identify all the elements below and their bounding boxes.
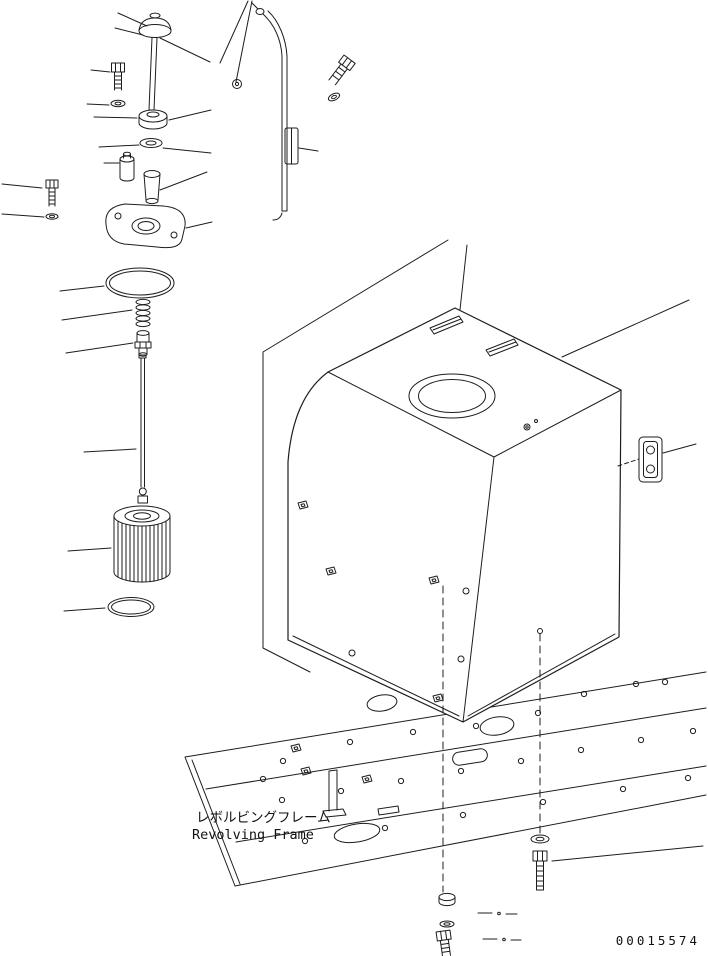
drawing-number: 00015574 xyxy=(616,933,700,948)
baffle-panel xyxy=(262,239,449,673)
mounting-axis-lines xyxy=(442,585,541,893)
dipstick xyxy=(148,37,158,111)
filler-cap xyxy=(138,12,172,111)
frame-bolt-right xyxy=(530,834,550,891)
frame-label-japanese: レボルビングフレーム xyxy=(196,810,331,826)
frame-small-plate xyxy=(377,805,400,816)
nut xyxy=(438,892,456,902)
frame-nut xyxy=(300,766,312,776)
frame-bolt-center xyxy=(435,892,522,956)
collar-washer xyxy=(139,138,163,148)
tank-face-nuts xyxy=(297,500,543,703)
frame-tab-bracket xyxy=(322,769,347,818)
spring xyxy=(135,298,151,328)
o-ring-small xyxy=(107,597,155,617)
revolving-frame xyxy=(184,671,707,887)
frame-nut xyxy=(361,774,373,784)
dash-dot-marks xyxy=(477,912,522,941)
cover-plate xyxy=(105,203,186,249)
filler-neck-collar xyxy=(138,109,168,130)
suction-rod xyxy=(137,354,148,504)
cap-washer xyxy=(110,99,126,108)
cap-bolt xyxy=(111,62,125,91)
filter-element xyxy=(113,505,171,583)
valve-small xyxy=(119,151,135,182)
pipe-bolt-washer xyxy=(327,92,341,102)
callout-leader-lines xyxy=(1,0,704,862)
plate-washer xyxy=(45,213,59,220)
washer xyxy=(439,920,455,928)
pipe-bolt xyxy=(327,54,356,102)
top-brackets xyxy=(429,315,538,431)
valve-large xyxy=(143,170,161,205)
frame-nut xyxy=(290,743,302,753)
plate-bolt xyxy=(45,179,59,207)
frame-label-english: Revolving Frame xyxy=(192,827,314,843)
fitting-valve xyxy=(134,330,152,357)
side-bracket xyxy=(638,436,663,483)
bracket-attach-line xyxy=(617,458,640,467)
frame-bolt-holes xyxy=(259,678,697,845)
breather-pipe xyxy=(232,2,299,221)
o-ring-large xyxy=(105,267,175,299)
filler-flange-opening xyxy=(408,373,496,419)
tank-body xyxy=(287,307,640,723)
grommet xyxy=(232,79,242,89)
